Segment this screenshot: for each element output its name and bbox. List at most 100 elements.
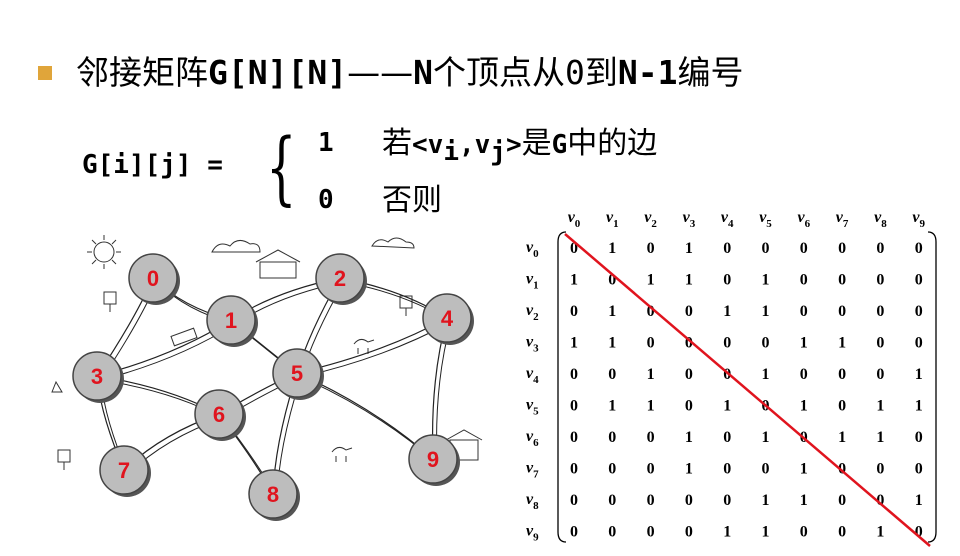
matrix-cell-5-6: 1: [800, 398, 808, 415]
matrix-cell-9-6: 0: [800, 524, 808, 541]
matrix-col-sub-5: 5: [766, 218, 772, 230]
matrix-cell-4-0: 0: [570, 366, 578, 383]
matrix-cell-9-7: 0: [838, 524, 846, 541]
case1-comma: ,v: [458, 130, 491, 160]
matrix-cell-6-8: 1: [876, 429, 884, 446]
animal-icon: [331, 446, 353, 462]
matrix-row-sub-7: 7: [533, 469, 539, 481]
matrix-row-label-7: v7: [526, 460, 539, 481]
matrix-cell-4-9: 1: [915, 366, 923, 383]
house-icon: [255, 249, 301, 279]
title-prefix: 邻接矩阵: [76, 53, 208, 92]
matrix-cell-1-1: 0: [608, 272, 616, 289]
matrix-cell-2-7: 0: [838, 303, 846, 320]
matrix-col-label-7: v7: [836, 209, 849, 230]
case1-sub-i: i: [443, 137, 459, 167]
node-label-4: 4: [441, 306, 454, 331]
matrix-cell-5-7: 0: [838, 398, 846, 415]
matrix-cell-8-0: 0: [570, 492, 578, 509]
node-6: [194, 389, 244, 439]
matrix-col-sub-8: 8: [881, 218, 887, 230]
matrix-cell-1-2: 1: [647, 272, 655, 289]
matrix-cell-3-3: 0: [685, 335, 693, 352]
matrix-cell-0-2: 0: [647, 240, 655, 257]
definition-lhs: G[i][j] =: [82, 150, 223, 180]
matrix-cell-0-0: 0: [570, 240, 578, 257]
matrix-cell-0-6: 0: [800, 240, 808, 257]
matrix-cell-0-5: 0: [762, 240, 770, 257]
matrix-cell-8-1: 0: [608, 492, 616, 509]
case1-sub-j: j: [490, 137, 506, 167]
case2-condition: 否则: [382, 183, 442, 218]
matrix-cell-3-9: 0: [915, 335, 923, 352]
matrix-cell-9-2: 0: [647, 524, 655, 541]
matrix-cell-6-4: 0: [723, 429, 731, 446]
title-text2: 到: [584, 53, 618, 92]
title-code: G[N][N]: [208, 53, 348, 92]
matrix-cell-3-2: 0: [647, 335, 655, 352]
matrix-col-label-0: v0: [568, 209, 581, 230]
matrix-cell-2-1: 1: [608, 303, 616, 320]
matrix-cell-2-3: 0: [685, 303, 693, 320]
matrix-col-sub-4: 4: [728, 218, 734, 230]
node-label-2: 2: [334, 266, 346, 291]
definition-brace: {: [266, 121, 297, 214]
node-label-9: 9: [427, 447, 439, 472]
matrix-cell-7-6: 1: [800, 461, 808, 478]
matrix-row-sub-9: 9: [533, 532, 539, 544]
title-zero: 0: [564, 53, 585, 92]
matrix-row-sub-1: 1: [533, 280, 539, 292]
matrix-cell-9-9: 0: [915, 524, 923, 541]
case1-pre: 若: [382, 126, 412, 161]
matrix-row-label-3: v3: [526, 334, 539, 355]
matrix-cell-4-1: 0: [608, 366, 616, 383]
matrix-cell-6-7: 1: [838, 429, 846, 446]
matrix-row-sub-8: 8: [533, 500, 539, 512]
matrix-cell-6-5: 1: [762, 429, 770, 446]
matrix-cell-8-3: 0: [685, 492, 693, 509]
node-label-7: 7: [118, 458, 130, 483]
case1-mid: 是: [521, 126, 552, 161]
matrix-cell-4-7: 0: [838, 366, 846, 383]
matrix-cell-1-3: 1: [685, 272, 693, 289]
matrix-cell-8-6: 1: [800, 492, 808, 509]
matrix-row-sub-0: 0: [533, 248, 539, 260]
node-label-6: 6: [213, 402, 225, 427]
node-label-3: 3: [91, 364, 103, 389]
matrix-cell-7-4: 0: [723, 461, 731, 478]
matrix-row-label-9: v9: [526, 523, 539, 544]
matrix-cell-4-2: 1: [647, 366, 655, 383]
matrix-cell-5-2: 1: [647, 398, 655, 415]
matrix-col-sub-3: 3: [690, 218, 696, 230]
title-dash: ——: [347, 53, 414, 92]
matrix-diagonal-line: [564, 233, 931, 547]
matrix-row-sub-4: 4: [533, 374, 539, 386]
matrix-col-label-9: v9: [912, 209, 925, 230]
matrix-cell-8-5: 1: [762, 492, 770, 509]
matrix-cell-5-8: 1: [876, 398, 884, 415]
tree-icon: [103, 291, 117, 312]
matrix-cell-8-4: 0: [723, 492, 731, 509]
matrix-cell-6-2: 0: [647, 429, 655, 446]
matrix-cell-9-5: 1: [762, 524, 770, 541]
matrix-cell-3-4: 0: [723, 335, 731, 352]
matrix-cell-2-9: 0: [915, 303, 923, 320]
matrix-col-sub-7: 7: [843, 218, 849, 230]
node-8: [248, 469, 298, 519]
matrix-cell-1-7: 0: [838, 272, 846, 289]
matrix-cell-7-1: 0: [608, 461, 616, 478]
matrix-row-label-4: v4: [526, 365, 539, 386]
slide-title: 邻接矩阵G[N][N]——N个顶点从0到N-1编号: [76, 48, 743, 98]
matrix-row-sub-3: 3: [533, 343, 539, 355]
matrix-col-sub-9: 9: [920, 218, 926, 230]
matrix-col-label-6: v6: [797, 209, 810, 230]
node-5: [272, 348, 322, 398]
matrix-cell-0-4: 0: [723, 240, 731, 257]
matrix-cell-4-5: 1: [762, 366, 770, 383]
matrix-row-sub-5: 5: [533, 406, 539, 418]
matrix-cell-5-4: 1: [723, 398, 731, 415]
matrix-cell-2-8: 0: [876, 303, 884, 320]
matrix-row-label-1: v1: [526, 271, 539, 292]
matrix-col-label-5: v5: [759, 209, 772, 230]
